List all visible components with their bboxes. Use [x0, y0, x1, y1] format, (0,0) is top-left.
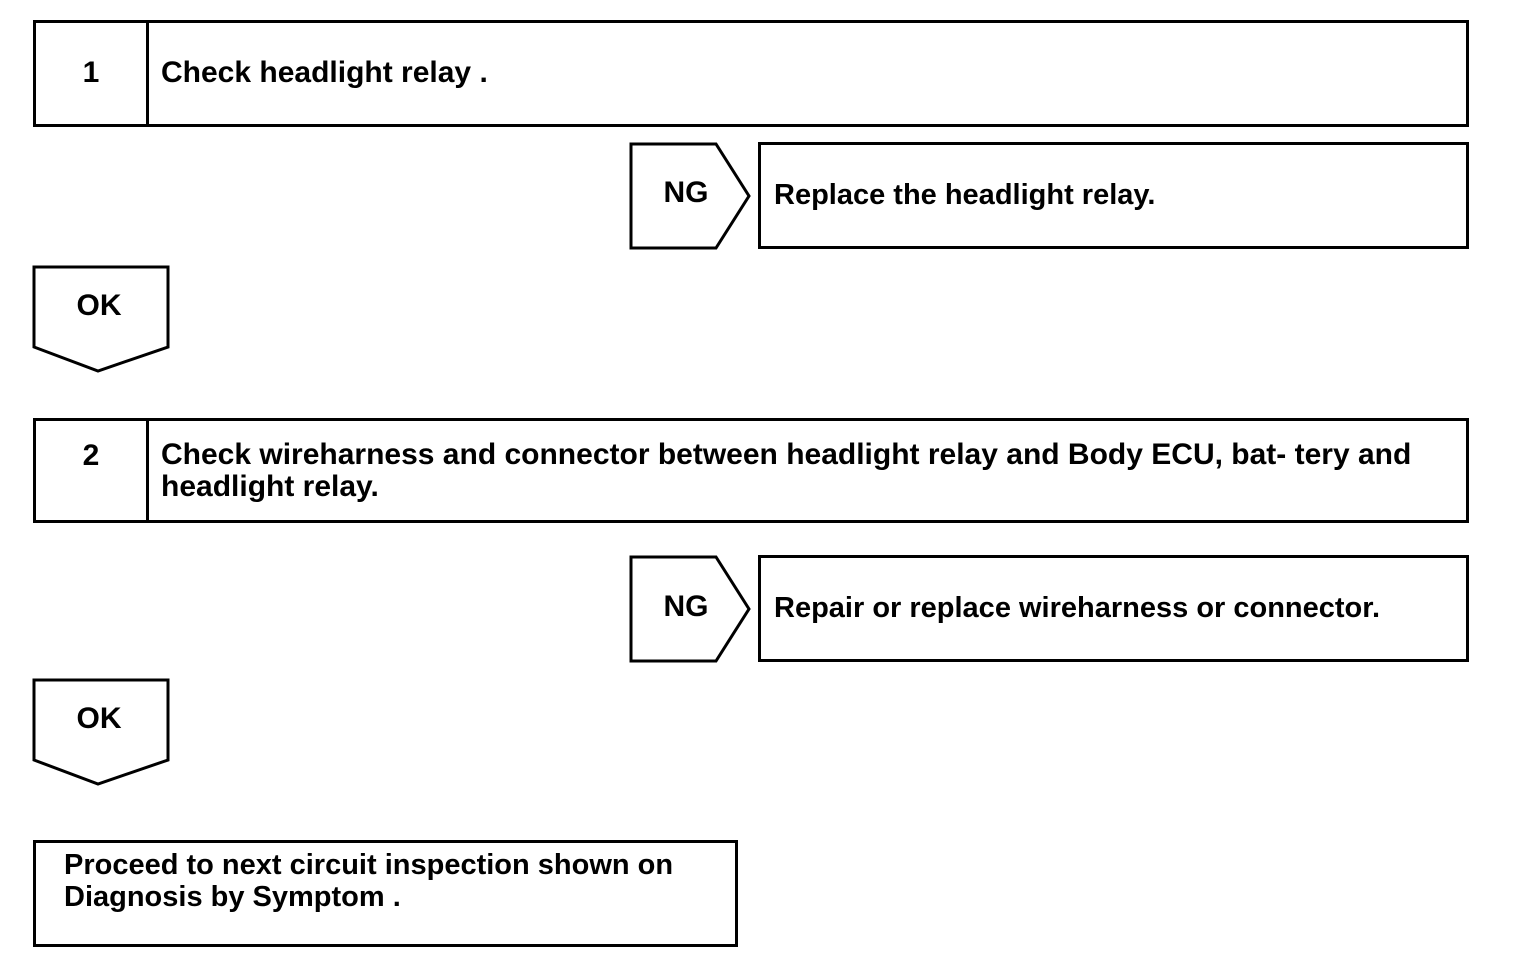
step-2-number: 2	[36, 421, 149, 520]
step-1-number: 1	[36, 23, 149, 124]
ng-label-2: NG	[663, 590, 709, 623]
final-action-box: Proceed to next circuit inspection shown…	[33, 840, 738, 947]
ng-action-1: Replace the headlight relay.	[758, 142, 1469, 249]
ok-arrow-2	[32, 678, 170, 786]
step-2-text: Check wireharness and connector between …	[161, 438, 1412, 503]
ng-arrow-1	[629, 142, 751, 250]
ng-label-1: NG	[663, 176, 709, 209]
ok-arrow-1	[32, 265, 170, 373]
ok-label-2: OK	[76, 702, 122, 735]
step-1-box: 1 Check headlight relay .	[33, 20, 1469, 127]
ok-label-1: OK	[76, 289, 122, 322]
step-2-box: 2 Check wireharness and connector betwee…	[33, 418, 1469, 523]
step-1-text: Check headlight relay .	[161, 56, 488, 89]
ng-action-2: Repair or replace wireharness or connect…	[758, 555, 1469, 662]
ng-arrow-2	[629, 555, 751, 663]
